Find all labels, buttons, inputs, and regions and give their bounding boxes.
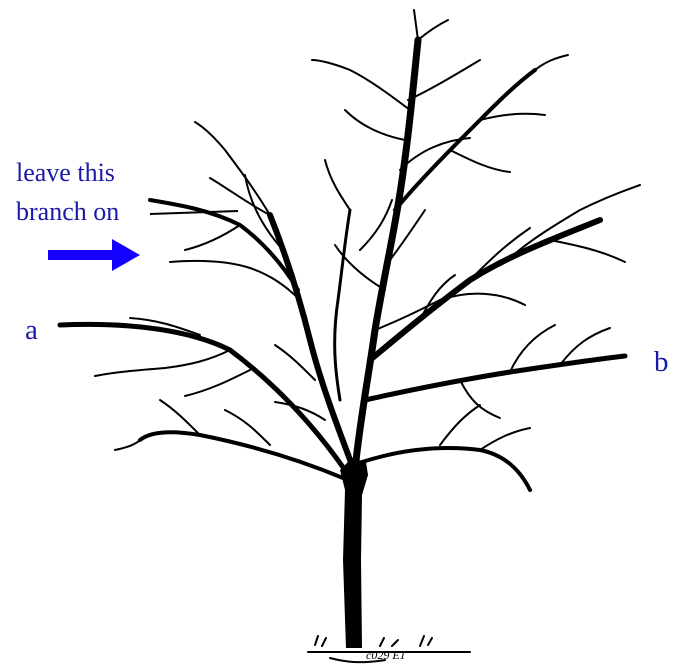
label-a: a <box>25 316 38 345</box>
annotation-leader-line <box>150 211 238 214</box>
tree-trunk <box>340 458 368 648</box>
annotation-text-line1: leave this <box>16 160 115 186</box>
pointer-arrow <box>48 239 140 271</box>
artist-signature: c029 E1 <box>366 648 406 663</box>
main-limbs <box>60 40 625 490</box>
annotation-text-line2: branch on <box>16 199 119 225</box>
label-b: b <box>654 348 669 377</box>
